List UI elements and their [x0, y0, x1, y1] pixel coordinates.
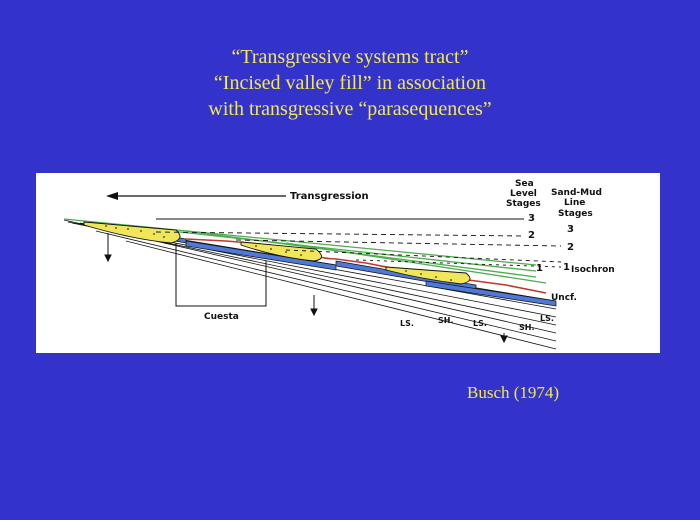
unconformity-label: Uncf.: [551, 293, 577, 303]
isochron-label: Isochron: [571, 265, 615, 275]
title-line-1: “Transgressive systems tract”: [231, 46, 469, 68]
lith-label-3: LS.: [473, 319, 487, 328]
citation: Busch (1974): [467, 383, 560, 402]
sand-mud-stage-1: 1: [563, 262, 570, 273]
lith-label-2: SH.: [438, 316, 454, 325]
lith-label-5: LS.: [540, 314, 554, 323]
sea-level-stage-3: 3: [528, 213, 535, 224]
lith-label-4: SH.: [519, 323, 535, 332]
down-arrows: [104, 233, 508, 344]
stage-lines: [155, 218, 562, 268]
sea-level-stage-2: 2: [528, 230, 535, 241]
lith-label-1: LS.: [400, 319, 414, 328]
sand-mud-header-2: Line: [564, 198, 585, 208]
valley-fill-dots: [105, 225, 452, 281]
cross-section-figure: Transgression Sea Level Stages Sand-Mud …: [36, 173, 660, 353]
cuesta-label: Cuesta: [204, 312, 239, 322]
sea-level-header-2: Level: [510, 189, 537, 199]
transgression-label: Transgression: [290, 191, 369, 202]
sea-level-stage-1: 1: [536, 263, 543, 274]
valley-fills: [83, 221, 471, 285]
transgression-arrow: [106, 192, 286, 200]
title-line-3: with transgressive “parasequences”: [208, 98, 492, 120]
cuesta-bracket: [175, 243, 267, 307]
title-line-2: “Incised valley fill” in association: [213, 72, 487, 94]
sand-mud-stage-2: 2: [567, 242, 574, 253]
sand-mud-header-3: Stages: [558, 209, 593, 219]
strata-lines: [63, 219, 557, 350]
slide-title: “Transgressive systems tract” “Incised v…: [0, 44, 700, 122]
sand-mud-header-1: Sand-Mud: [551, 188, 602, 198]
sea-level-header-1: Sea: [515, 179, 534, 189]
sea-level-header-3: Stages: [506, 199, 541, 209]
cross-section-svg: Transgression Sea Level Stages Sand-Mud …: [63, 179, 615, 350]
sand-mud-stage-3: 3: [567, 224, 574, 235]
